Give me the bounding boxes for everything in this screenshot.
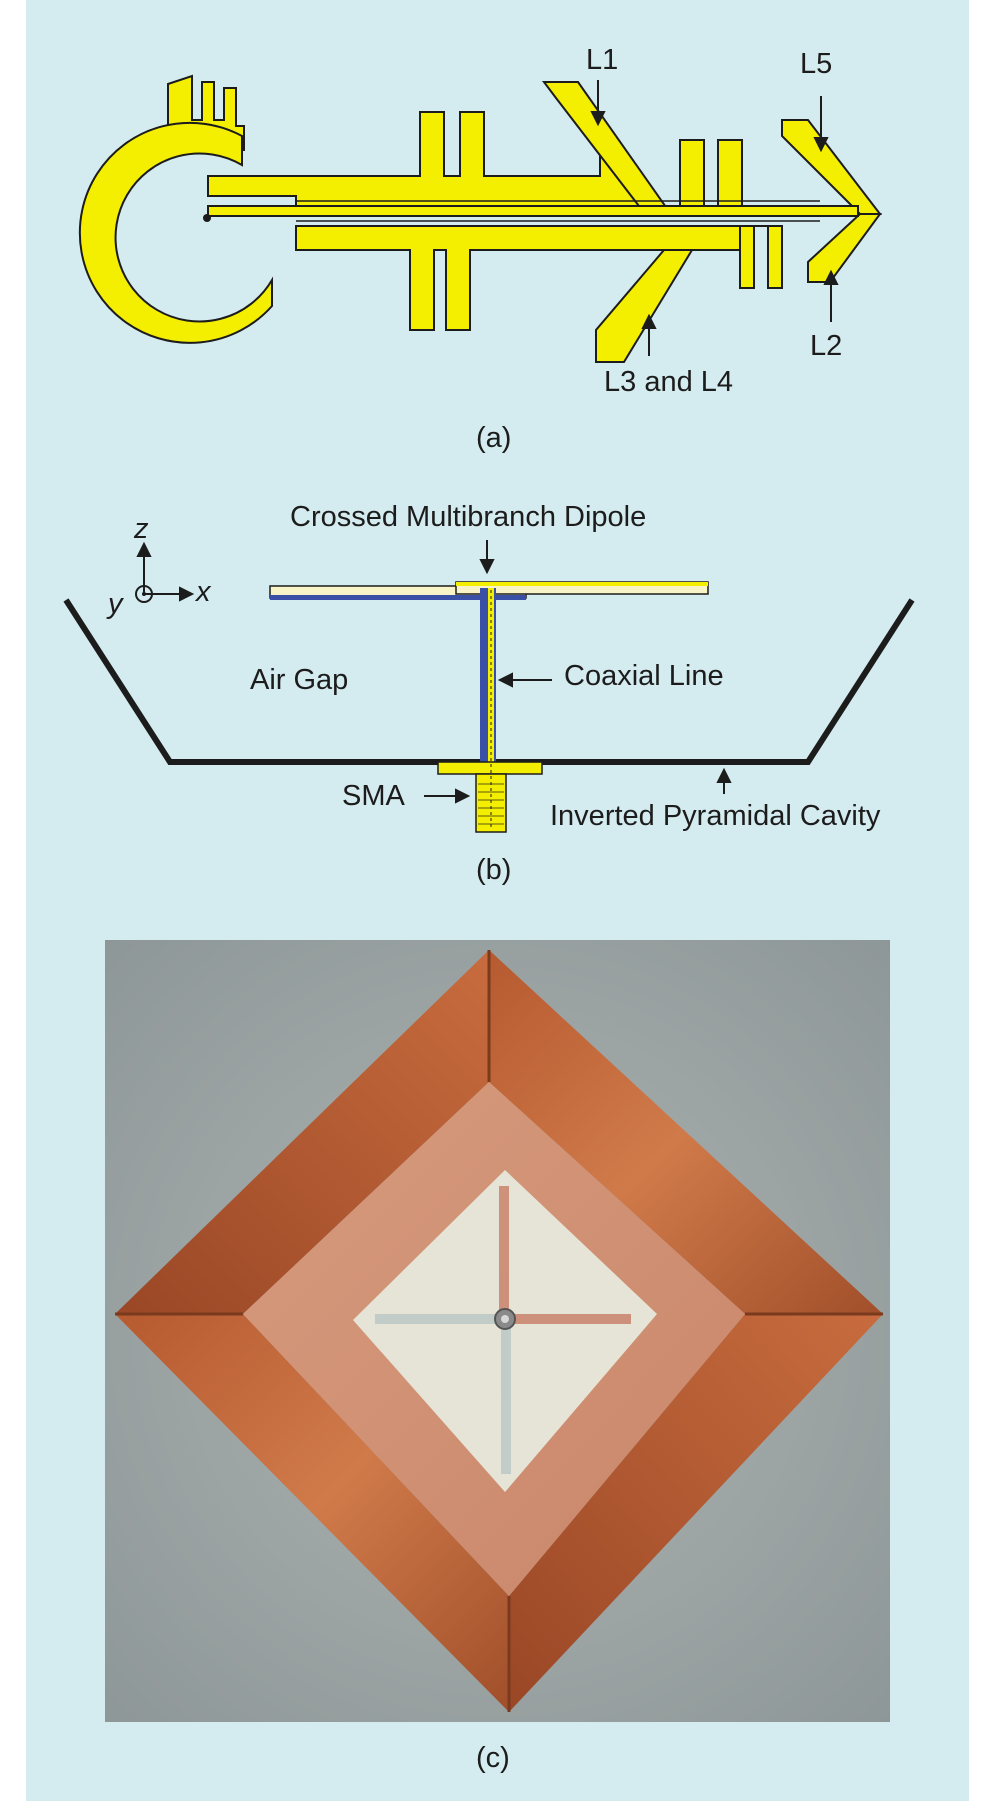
prototype-photo-drawing bbox=[115, 950, 883, 1712]
caption-c: (c) bbox=[476, 1742, 510, 1774]
caption-a: (a) bbox=[476, 422, 512, 454]
caption-b: (b) bbox=[476, 854, 512, 886]
prototype-photo bbox=[105, 940, 890, 1722]
feed-point bbox=[203, 214, 211, 222]
feed-ring bbox=[78, 121, 273, 344]
axis-y-label: y bbox=[108, 588, 123, 620]
cavity-wall-top-left bbox=[115, 950, 489, 1314]
y-axis-symbol bbox=[135, 585, 153, 603]
label-air-gap: Air Gap bbox=[250, 664, 349, 696]
label-sma: SMA bbox=[342, 780, 405, 812]
cavity-wall-bottom-right bbox=[509, 1314, 883, 1712]
label-l2: L2 bbox=[810, 330, 843, 362]
cavity-wall-bottom-left bbox=[115, 1314, 509, 1712]
sma-flange bbox=[437, 761, 543, 775]
axis-z-label: z bbox=[134, 513, 149, 545]
label-l5: L5 bbox=[800, 48, 833, 80]
label-cavity: Inverted Pyramidal Cavity bbox=[550, 800, 881, 832]
axis-x-label: x bbox=[196, 576, 211, 608]
label-coaxial-line: Coaxial Line bbox=[564, 660, 724, 692]
meander-lower bbox=[739, 225, 783, 289]
branch-l2 bbox=[807, 213, 882, 283]
branch-l3-l4 bbox=[595, 249, 694, 363]
label-dipole: Crossed Multibranch Dipole bbox=[290, 501, 647, 533]
cavity-wall-top-right bbox=[489, 950, 883, 1314]
label-l3-l4: L3 and L4 bbox=[604, 366, 734, 398]
trunk-center bbox=[207, 205, 859, 217]
label-l1: L1 bbox=[586, 44, 619, 76]
